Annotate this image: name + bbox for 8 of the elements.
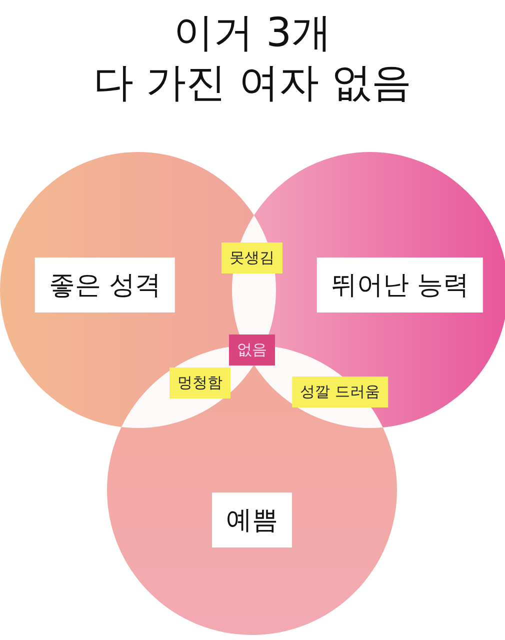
- category-label: 좋은 성격: [34, 258, 176, 312]
- overlap-label: 없음: [229, 334, 275, 366]
- overlap-label: 못생김: [222, 242, 282, 274]
- overlap-label: 성깔 드러움: [292, 376, 388, 408]
- title: 이거 3개 다 가진 여자 없음: [92, 9, 413, 108]
- overlap-label: 멍청함: [170, 368, 230, 398]
- category-label: 뛰어난 능력: [316, 258, 484, 312]
- category-label: 예쁨: [212, 492, 292, 548]
